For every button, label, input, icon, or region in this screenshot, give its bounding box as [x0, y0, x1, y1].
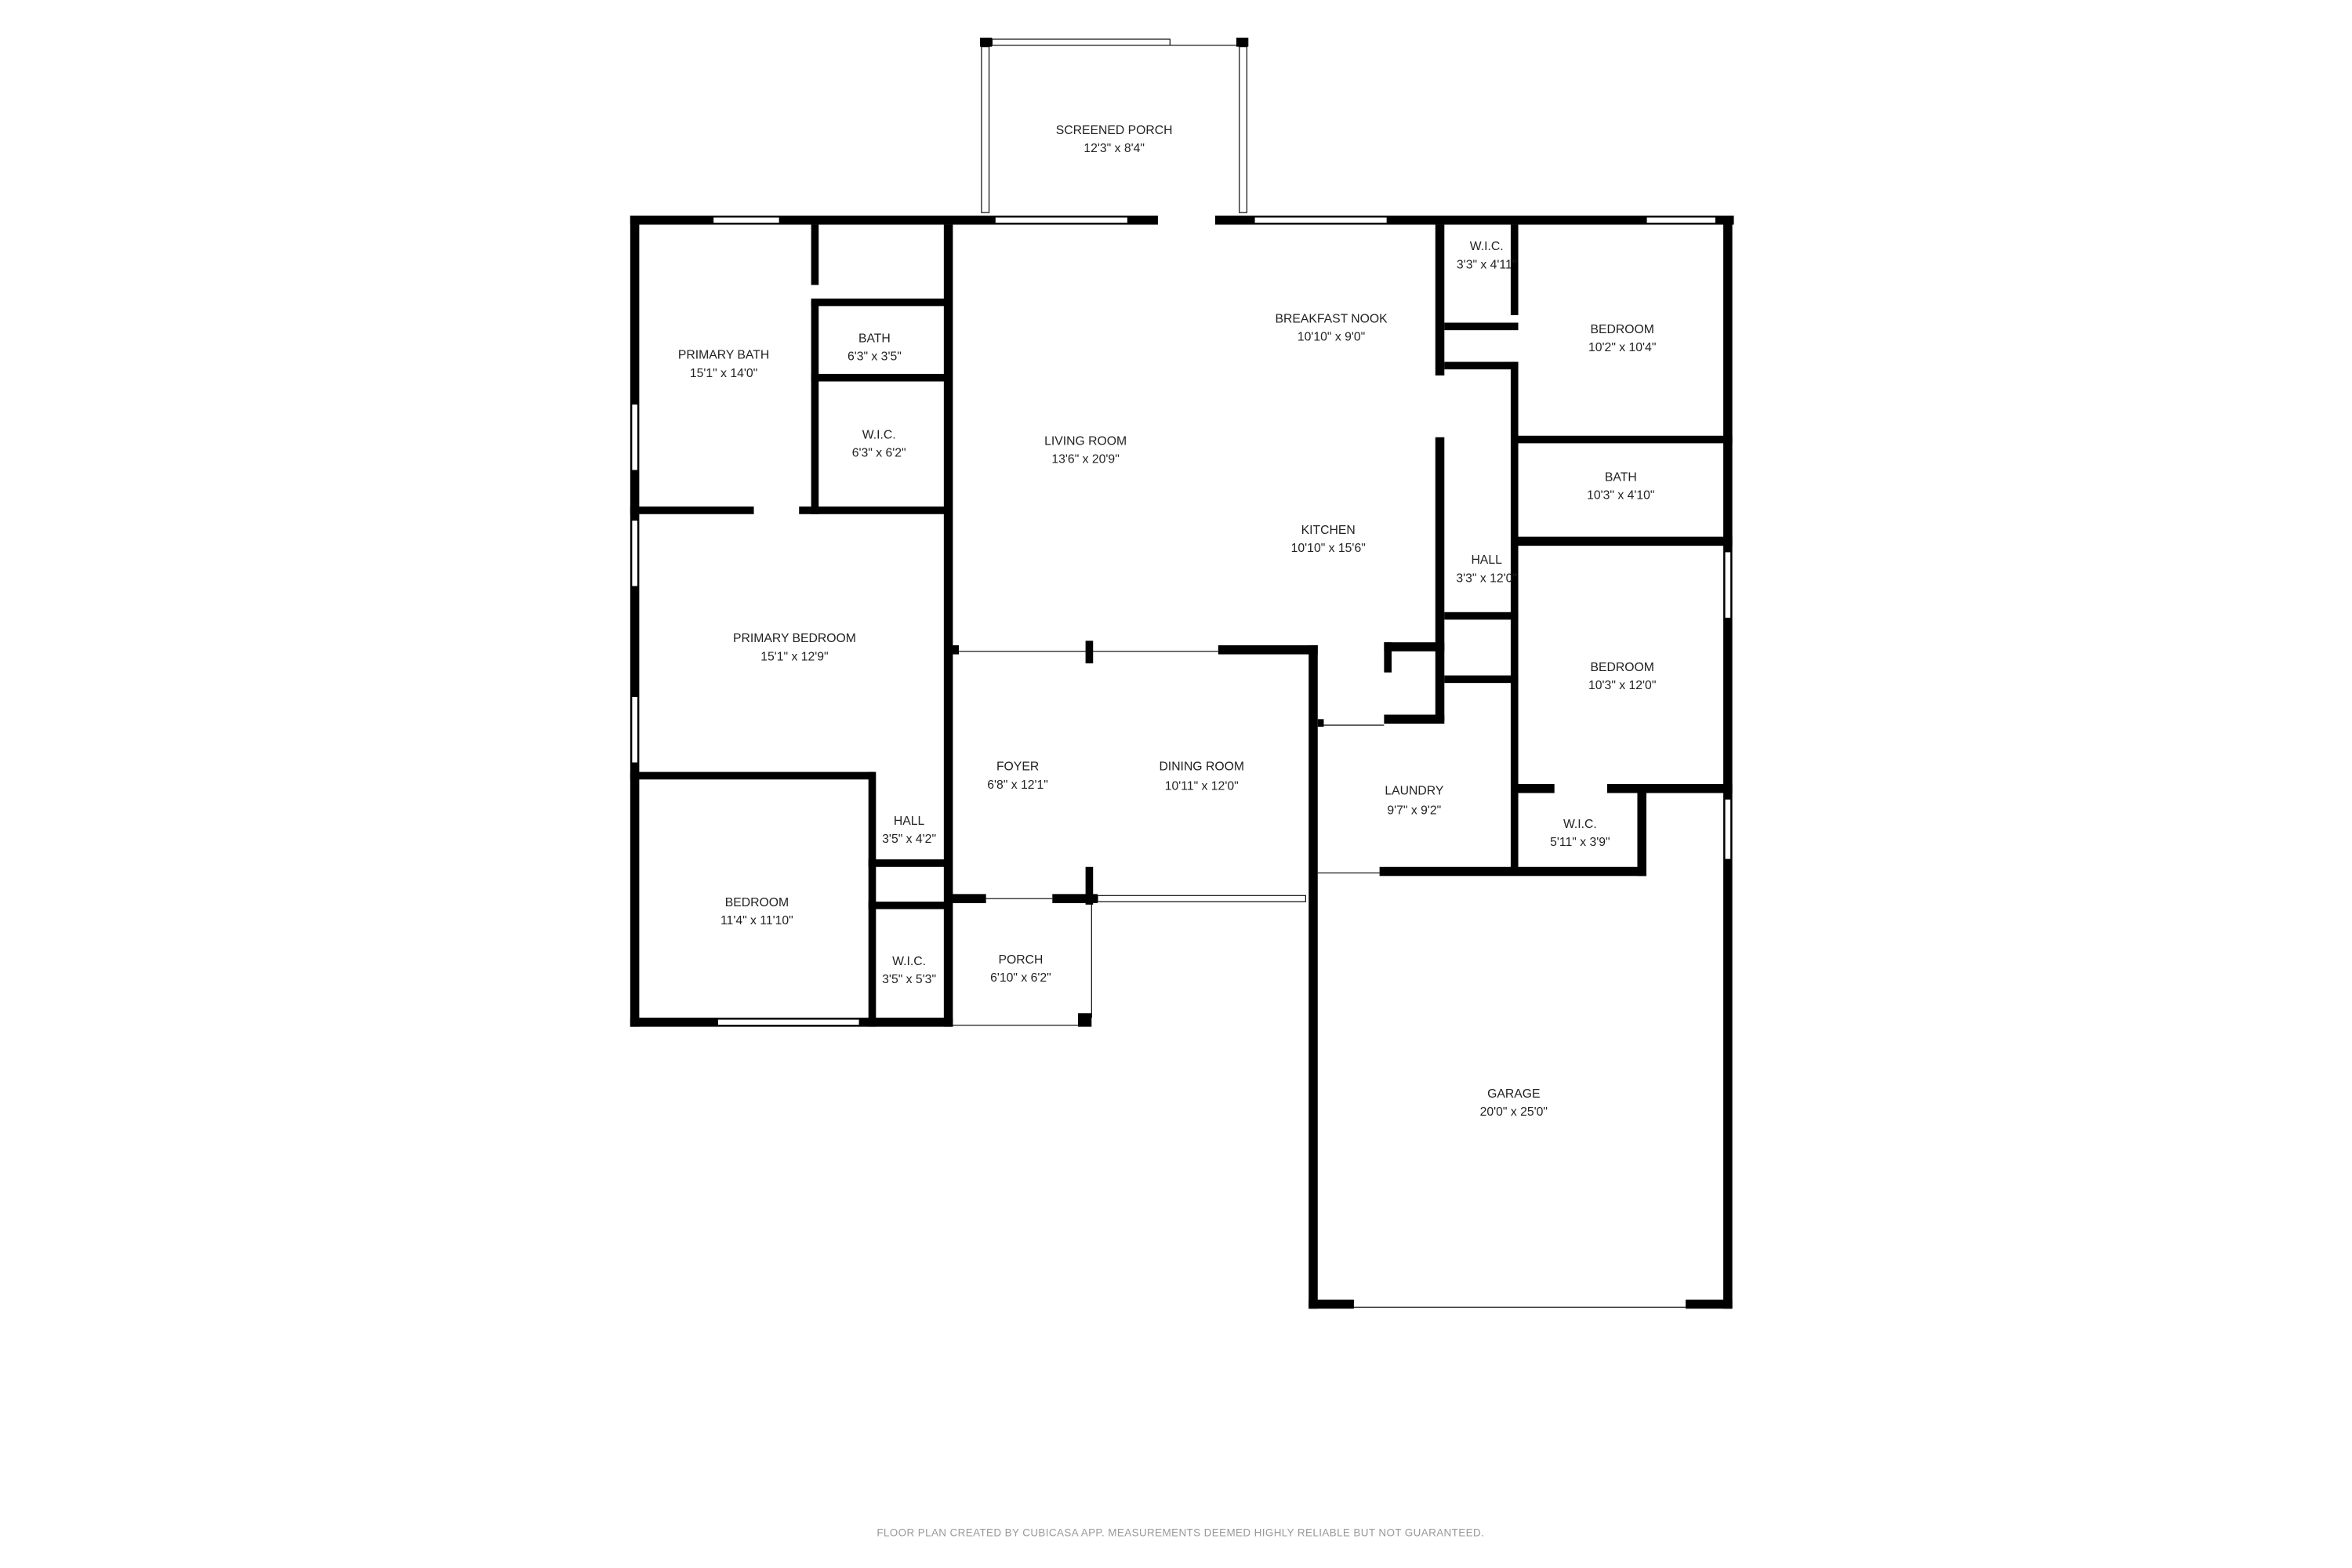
room-dimensions: 15'1" x 12'9" [760, 650, 828, 663]
room-name: BREAKFAST NOOK [1275, 313, 1388, 326]
room-name: BEDROOM [1591, 323, 1654, 336]
room-name: HALL [894, 815, 925, 828]
room-name: BATH [1605, 470, 1637, 484]
room-dimensions: 9'7" x 9'2" [1387, 804, 1441, 817]
room-dimensions: 3'5" x 5'3" [882, 973, 936, 986]
walls [630, 38, 1734, 1309]
room-dimensions: 10'11" x 12'0" [1165, 780, 1239, 793]
room-dimensions: 6'3" x 6'2" [852, 447, 906, 460]
room-name: PORCH [998, 953, 1043, 967]
room-dimensions: 6'10" x 6'2" [990, 971, 1051, 985]
room-dimensions: 11'4" x 11'10" [720, 914, 793, 927]
room-name: KITCHEN [1301, 524, 1356, 537]
room-dimensions: 6'8" x 12'1" [987, 779, 1048, 792]
room-dimensions: 6'3" x 3'5" [848, 350, 902, 364]
room-name: HALL [1471, 554, 1502, 567]
room-dimensions: 15'1" x 14'0" [690, 367, 757, 380]
room-dimensions: 20'0" x 25'0" [1480, 1105, 1548, 1119]
room-name: W.I.C. [1563, 818, 1597, 831]
room-labels: SCREENED PORCH 12'3" x 8'4" PRIMARY BATH… [678, 124, 1657, 1119]
room-name: PRIMARY BEDROOM [733, 632, 856, 645]
room-name: BATH [858, 332, 891, 346]
room-name: BEDROOM [1591, 661, 1654, 674]
room-dimensions: 10'10" x 15'6" [1291, 542, 1366, 555]
room-name: LAUNDRY [1385, 784, 1443, 797]
room-name: W.I.C. [892, 955, 926, 968]
room-dimensions: 10'10" x 9'0" [1298, 331, 1365, 344]
room-name: LIVING ROOM [1044, 434, 1127, 448]
footer-disclaimer: FLOOR PLAN CREATED BY CUBICASA APP. MEAS… [877, 1527, 1484, 1539]
room-dimensions: 10'3" x 12'0" [1588, 679, 1656, 692]
room-name: W.I.C. [862, 429, 896, 442]
room-name: GARAGE [1487, 1087, 1540, 1101]
room-dimensions: 3'3" x 12'0" [1456, 572, 1517, 585]
room-name: SCREENED PORCH [1056, 124, 1173, 137]
room-name: PRIMARY BATH [678, 349, 769, 362]
room-name: FOYER [996, 760, 1039, 774]
room-dimensions: 3'5" x 4'2" [882, 833, 936, 846]
room-dimensions: 13'6" x 20'9" [1051, 452, 1119, 466]
room-dimensions: 10'3" x 4'10" [1587, 489, 1654, 503]
room-name: DINING ROOM [1159, 760, 1244, 774]
room-name: BEDROOM [725, 896, 789, 909]
room-dimensions: 3'3" x 4'11" [1457, 258, 1516, 271]
room-dimensions: 10'2" x 10'4" [1588, 341, 1656, 354]
room-dimensions: 12'3" x 8'4" [1083, 142, 1145, 155]
room-name: W.I.C. [1470, 240, 1504, 253]
room-dimensions: 5'11" x 3'9" [1550, 836, 1610, 849]
